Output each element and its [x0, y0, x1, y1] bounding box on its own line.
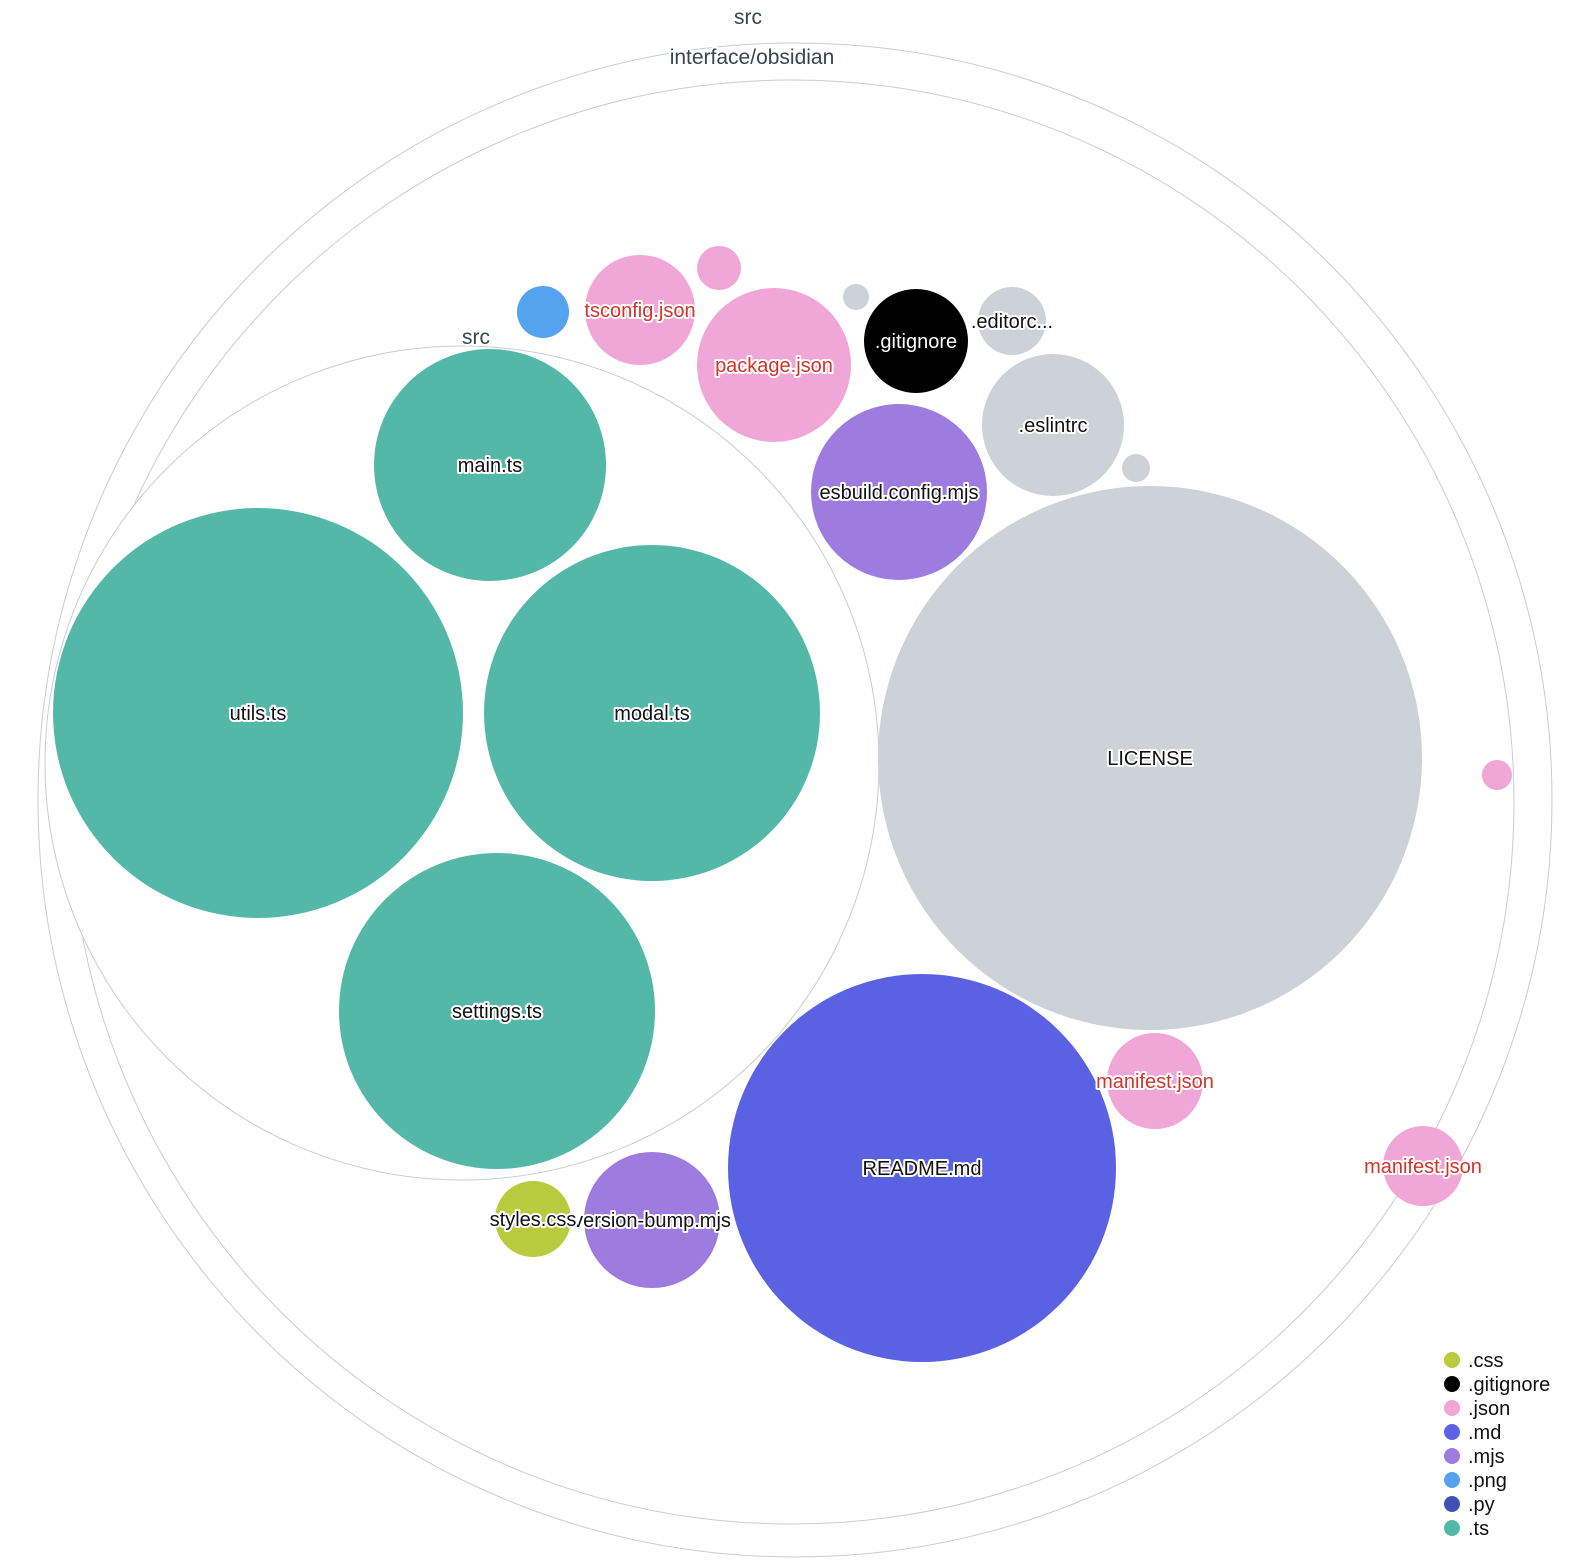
legend-swatch-json: [1444, 1400, 1460, 1416]
file-manifest-json-label: manifest.json: [1096, 1071, 1214, 1093]
file-utils-ts-label: utils.ts: [230, 703, 287, 725]
legend-item-css: .css: [1444, 1350, 1504, 1372]
file-main-ts-label: main.ts: [458, 455, 522, 477]
legend-label-mjs: .mjs: [1468, 1446, 1505, 1468]
file-main-ts[interactable]: [374, 349, 606, 581]
legend-label-css: .css: [1468, 1350, 1504, 1372]
file-styles-css[interactable]: [495, 1181, 571, 1257]
legend-swatch-css: [1444, 1352, 1460, 1368]
folder-src-outer-label: src: [734, 6, 762, 29]
file-modal-ts[interactable]: [484, 545, 820, 881]
legend-item-png: .png: [1444, 1470, 1507, 1492]
file-gitignore-label: .gitignore: [875, 331, 957, 353]
file-package-json[interactable]: [697, 288, 851, 442]
file-json-dot-outer[interactable]: [1482, 760, 1512, 790]
file-license-label: LICENSE: [1107, 748, 1193, 770]
legend-item-mjs: .mjs: [1444, 1446, 1505, 1468]
file-esbuild-config-mjs[interactable]: [811, 404, 987, 580]
file-editorconfig-label: .editorc...: [971, 311, 1053, 333]
legend-item-gitignore: .gitignore: [1444, 1374, 1550, 1396]
file-license[interactable]: [878, 486, 1422, 1030]
legend-item-py: .py: [1444, 1494, 1495, 1516]
file-editorconfig[interactable]: [978, 287, 1046, 355]
file-manifest-json[interactable]: [1107, 1033, 1203, 1129]
file-readme-md-label: README.md: [863, 1158, 982, 1180]
legend-swatch-py: [1444, 1496, 1460, 1512]
legend-label-json: .json: [1468, 1398, 1510, 1420]
file-json-small[interactable]: [697, 246, 741, 290]
file-esbuild-config-mjs-label: esbuild.config.mjs: [820, 482, 979, 504]
file-tsconfig-json[interactable]: [585, 255, 695, 365]
file-package-json-label: package.json: [715, 355, 833, 377]
legend-swatch-md: [1444, 1424, 1460, 1440]
file-png[interactable]: [517, 286, 569, 338]
file-manifest-json-outer-label: manifest.json: [1364, 1156, 1482, 1178]
file-readme-md[interactable]: [728, 974, 1116, 1362]
legend-label-py: .py: [1468, 1494, 1495, 1516]
legend-label-md: .md: [1468, 1422, 1501, 1444]
file-settings-ts-label: settings.ts: [452, 1001, 542, 1023]
file-styles-css-label: styles.css: [490, 1209, 577, 1231]
legend-label-png: .png: [1468, 1470, 1507, 1492]
legend-item-json: .json: [1444, 1398, 1510, 1420]
legend: .css.gitignore.json.md.mjs.png.py.ts: [1444, 1350, 1550, 1540]
file-eslintrc-label: .eslintrc: [1019, 415, 1088, 437]
file-gray-dot-1[interactable]: [843, 284, 869, 310]
file-gray-dot-2[interactable]: [1122, 454, 1150, 482]
file-utils-ts[interactable]: [53, 508, 463, 918]
file-version-bump-mjs[interactable]: [584, 1152, 720, 1288]
legend-swatch-ts: [1444, 1520, 1460, 1536]
legend-label-ts: .ts: [1468, 1518, 1489, 1540]
file-eslintrc[interactable]: [982, 354, 1124, 496]
file-tsconfig-json-label: tsconfig.json: [584, 300, 695, 322]
folder-interface-obsidian-label: interface/obsidian: [670, 46, 835, 69]
legend-item-md: .md: [1444, 1422, 1501, 1444]
legend-swatch-gitignore: [1444, 1376, 1460, 1392]
file-modal-ts-label: modal.ts: [614, 703, 690, 725]
legend-item-ts: .ts: [1444, 1518, 1489, 1540]
file-version-bump-mjs-label: version-bump.mjs: [573, 1210, 731, 1232]
file-manifest-json-outer[interactable]: [1383, 1126, 1463, 1206]
legend-swatch-png: [1444, 1472, 1460, 1488]
legend-swatch-mjs: [1444, 1448, 1460, 1464]
file-settings-ts[interactable]: [339, 853, 655, 1169]
folder-src-label: src: [462, 326, 490, 349]
file-gitignore[interactable]: [864, 289, 968, 393]
legend-label-gitignore: .gitignore: [1468, 1374, 1550, 1396]
